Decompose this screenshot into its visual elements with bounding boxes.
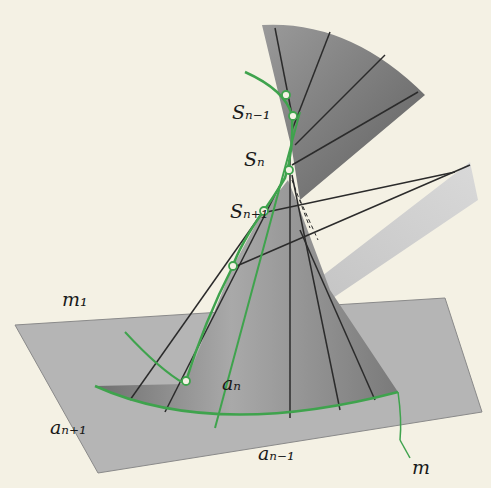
figure-label: m xyxy=(412,458,430,477)
generator-line xyxy=(215,112,300,428)
regression-curve xyxy=(185,72,292,384)
figure-label: aₙ xyxy=(222,374,241,393)
figure-label: Sₙ xyxy=(244,150,265,169)
figure-label: m₁ xyxy=(62,290,88,309)
surface-top-fan xyxy=(262,25,425,200)
figure-label: Sₙ₋₁ xyxy=(232,103,270,122)
base-curve xyxy=(95,386,398,415)
rulings xyxy=(130,28,470,418)
figure-label: aₙ₋₁ xyxy=(258,444,295,463)
figure-label: aₙ₊₁ xyxy=(50,418,87,437)
curve-points xyxy=(182,91,297,385)
figure-label: Sₙ₊₁ xyxy=(230,202,268,221)
